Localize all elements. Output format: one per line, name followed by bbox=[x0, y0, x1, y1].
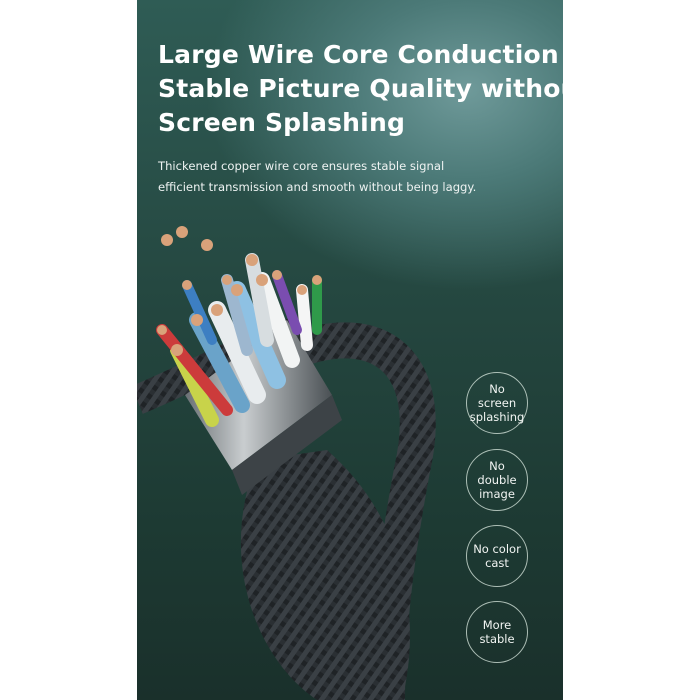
copper-tips bbox=[157, 226, 322, 356]
product-banner: Large Wire Core Conduction Stable Pictur… bbox=[137, 0, 563, 700]
subtitle-line-1: Thickened copper wire core ensures stabl… bbox=[158, 159, 445, 173]
feature-label: image bbox=[479, 487, 515, 501]
subtitle: Thickened copper wire core ensures stabl… bbox=[158, 156, 476, 198]
feature-label: cast bbox=[485, 556, 509, 570]
feature-label: stable bbox=[479, 632, 515, 646]
feature-label: No screen bbox=[477, 382, 517, 410]
colored-wires bbox=[156, 253, 322, 427]
feature-label: No double bbox=[477, 459, 517, 487]
feature-label: More bbox=[482, 618, 512, 632]
feature-label: splashing bbox=[469, 410, 525, 424]
braided-cable-loop bbox=[290, 322, 436, 700]
headline: Large Wire Core Conduction Stable Pictur… bbox=[158, 38, 563, 140]
headline-line-1: Large Wire Core Conduction bbox=[158, 40, 559, 69]
cable-illustration bbox=[137, 226, 436, 700]
subtitle-line-2: efficient transmission and smooth withou… bbox=[158, 180, 477, 194]
headline-line-2: Stable Picture Quality without bbox=[158, 74, 563, 103]
headline-line-3: Screen Splashing bbox=[158, 108, 406, 137]
feature-label: No color bbox=[473, 542, 521, 556]
braided-cable bbox=[240, 450, 410, 700]
